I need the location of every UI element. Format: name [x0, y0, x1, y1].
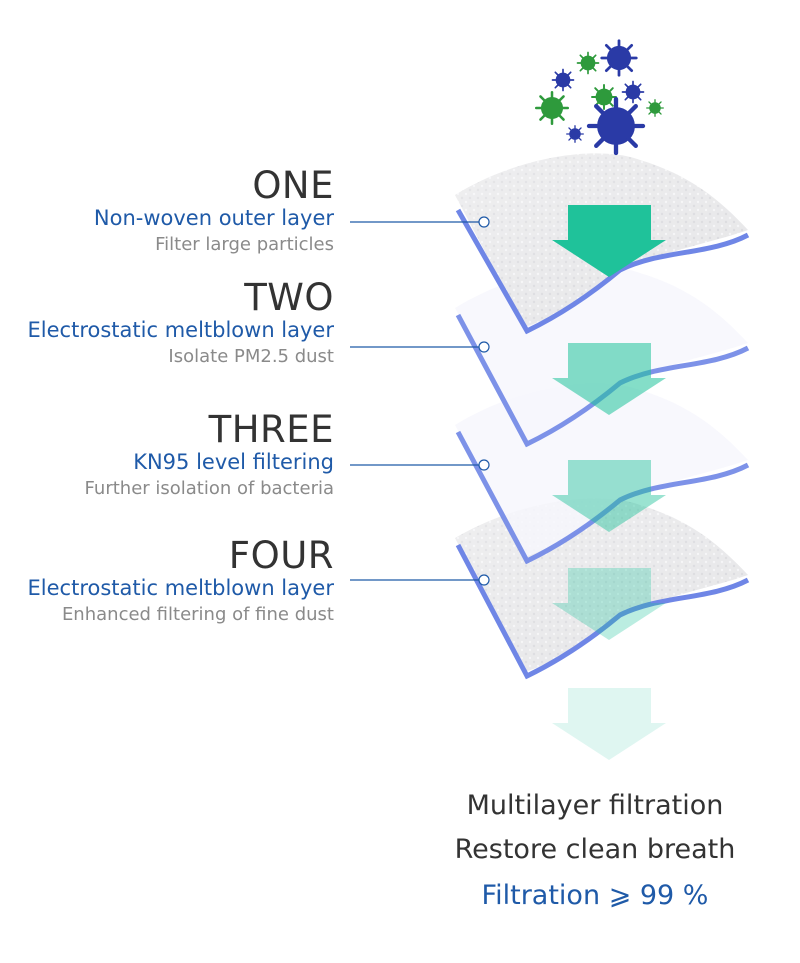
- leader-line-three: [350, 459, 490, 471]
- layer-title: KN95 level filtering: [133, 450, 334, 474]
- layer-number: THREE: [208, 408, 334, 451]
- layer-label-four: FOUR Electrostatic meltblown layer Enhan…: [28, 537, 334, 627]
- footer-line-2: Restore clean breath: [454, 834, 736, 865]
- layer-description: Filter large particles: [155, 234, 334, 256]
- layer-label-two: TWO Electrostatic meltblown layer Isolat…: [28, 279, 334, 369]
- flow-arrow-2: [552, 343, 666, 415]
- flow-arrow-5: [552, 688, 666, 760]
- layer-description: Isolate PM2.5 dust: [168, 346, 334, 368]
- footer-text: Multilayer filtration Restore clean brea…: [430, 784, 760, 920]
- leader-line-four: [350, 574, 490, 586]
- layer-description: Enhanced filtering of fine dust: [61, 604, 334, 626]
- layer-number: ONE: [252, 164, 334, 207]
- flow-arrow-1: [552, 205, 666, 277]
- layer-title: Non-woven outer layer: [93, 206, 334, 230]
- layer-title: Electrostatic meltblown layer: [27, 318, 334, 342]
- layer-number: TWO: [244, 276, 334, 319]
- flow-arrow-4: [552, 568, 666, 640]
- virus-cluster-icon: [534, 39, 664, 153]
- layer-number: FOUR: [228, 534, 334, 577]
- leader-line-two: [350, 341, 490, 353]
- filtration-rate: Filtration ⩾ 99 %: [481, 880, 709, 911]
- layer-title: Electrostatic meltblown layer: [27, 576, 334, 600]
- layer-label-one: ONE Non-woven outer layer Filter large p…: [94, 167, 334, 257]
- flow-arrow-3: [552, 460, 666, 532]
- layer-description: Further isolation of bacteria: [84, 478, 334, 500]
- layer-label-three: THREE KN95 level filtering Further isola…: [85, 411, 334, 501]
- leader-line-one: [350, 216, 490, 228]
- footer-line-1: Multilayer filtration: [466, 790, 724, 821]
